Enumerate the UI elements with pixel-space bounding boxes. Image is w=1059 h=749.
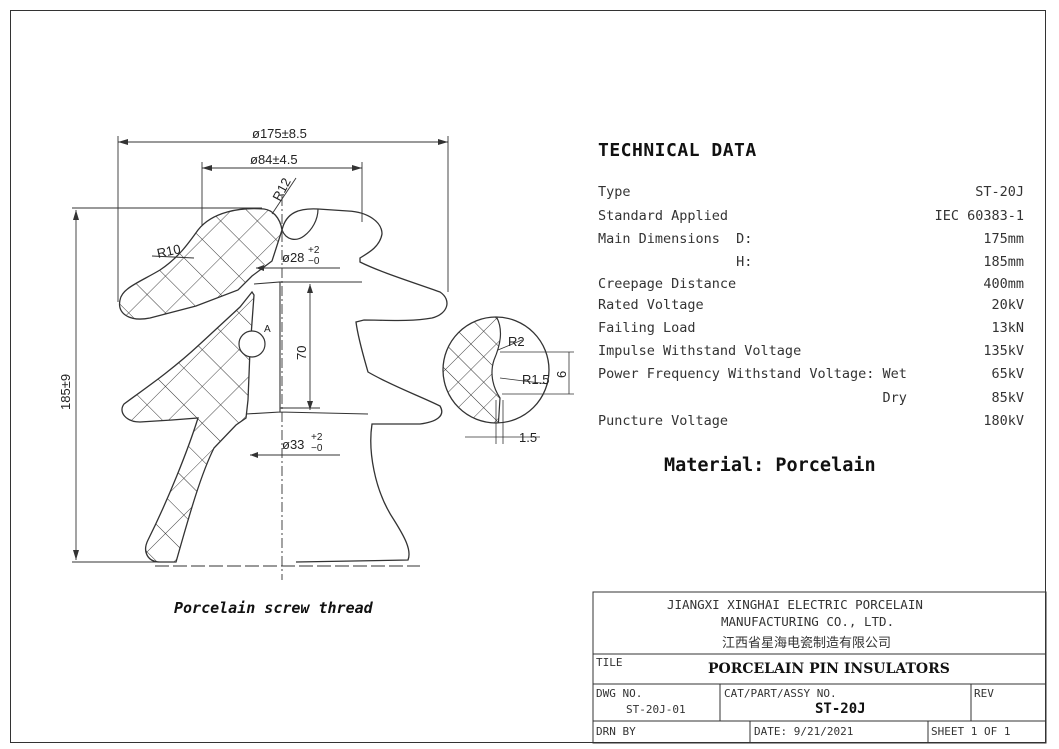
dim-r12: R12	[269, 175, 293, 203]
company-name-en-2: MANUFACTURING CO., LTD.	[721, 614, 895, 629]
tech-row-label: H:	[598, 254, 753, 270]
drn-by-label: DRN BY	[596, 725, 636, 738]
technical-data-title: TECHNICAL DATA	[598, 140, 757, 161]
tech-row-value: 180kV	[983, 413, 1024, 429]
date-field: DATE: 9/21/2021	[754, 725, 854, 738]
dim-outer-diameter: ø175±8.5	[252, 126, 307, 141]
tech-row-label: Failing Load	[598, 320, 696, 336]
tech-row-label: Puncture Voltage	[598, 413, 729, 429]
company-name-en-1: JIANGXI XINGHAI ELECTRIC PORCELAIN	[667, 597, 923, 612]
dim-inner-diameter: ø84±4.5	[250, 152, 298, 167]
tech-row-value: 185mm	[983, 254, 1024, 270]
dwg-no-value: ST-20J-01	[626, 703, 686, 716]
svg-text:+2: +2	[308, 245, 320, 256]
tech-row-label: Standard Applied	[598, 208, 729, 224]
detail-a-view: R2 R1.5 6 1.5	[442, 316, 574, 445]
tech-row-label: Impulse Withstand Voltage	[598, 343, 802, 359]
detail-6: 6	[554, 371, 569, 378]
title-block-grid	[592, 591, 1047, 744]
detail-r15: R1.5	[522, 372, 549, 387]
title-label: TILE	[596, 656, 623, 669]
cat-no-label: CAT/PART/ASSY NO.	[724, 687, 837, 700]
tech-row-value: 135kV	[983, 343, 1024, 359]
detail-r2: R2	[508, 334, 525, 349]
tech-row-label: Main Dimensions D:	[598, 231, 753, 247]
tech-row-label: Power Frequency Withstand Voltage: Wet	[598, 366, 907, 382]
tech-row-label: Creepage Distance	[598, 276, 737, 292]
detail-a-marker	[238, 330, 266, 358]
drawing-caption: Porcelain screw thread	[174, 599, 373, 617]
tech-row-value: ST-20J	[975, 184, 1024, 200]
tech-row-label: Rated Voltage	[598, 297, 704, 313]
tech-row-value: 13kN	[991, 320, 1024, 336]
dim-bore-depth: 70	[294, 346, 309, 360]
dwg-no-label: DWG NO.	[596, 687, 643, 700]
svg-text:−0: −0	[308, 256, 320, 267]
bore-outline	[245, 281, 369, 415]
material-label: Material: Porcelain	[664, 455, 876, 476]
insulator-section-hatched	[118, 207, 283, 563]
dim-height: 185±9	[58, 374, 73, 410]
company-name-cn: 江西省星海电瓷制造有限公司	[722, 636, 892, 651]
tech-row-value: IEC 60383-1	[934, 208, 1024, 224]
tech-row-value: 85kV	[991, 390, 1024, 406]
dim-bore-top: ø28	[282, 250, 304, 265]
tech-row-label: Type	[598, 184, 631, 200]
drawing-frame	[10, 10, 1046, 743]
detail-15: 1.5	[519, 430, 537, 445]
title-value: PORCELAIN PIN INSULATORS	[708, 661, 950, 677]
dim-r10: R10	[156, 241, 182, 261]
svg-text:−0: −0	[311, 443, 323, 454]
tech-row-value: 175mm	[983, 231, 1024, 247]
tech-row-label: Dry	[598, 390, 907, 406]
tech-row-value: 20kV	[991, 297, 1024, 313]
rev-label: REV	[974, 687, 994, 700]
dim-bore-bottom: ø33	[282, 437, 304, 452]
svg-text:+2: +2	[311, 432, 323, 443]
cat-no-value: ST-20J	[815, 701, 866, 717]
insulator-profile-outline	[281, 208, 448, 563]
tech-row-value: 400mm	[983, 276, 1024, 292]
sheet-field: SHEET 1 OF 1	[931, 725, 1011, 738]
detail-a-label: A	[264, 324, 271, 335]
tech-row-value: 65kV	[991, 366, 1024, 382]
